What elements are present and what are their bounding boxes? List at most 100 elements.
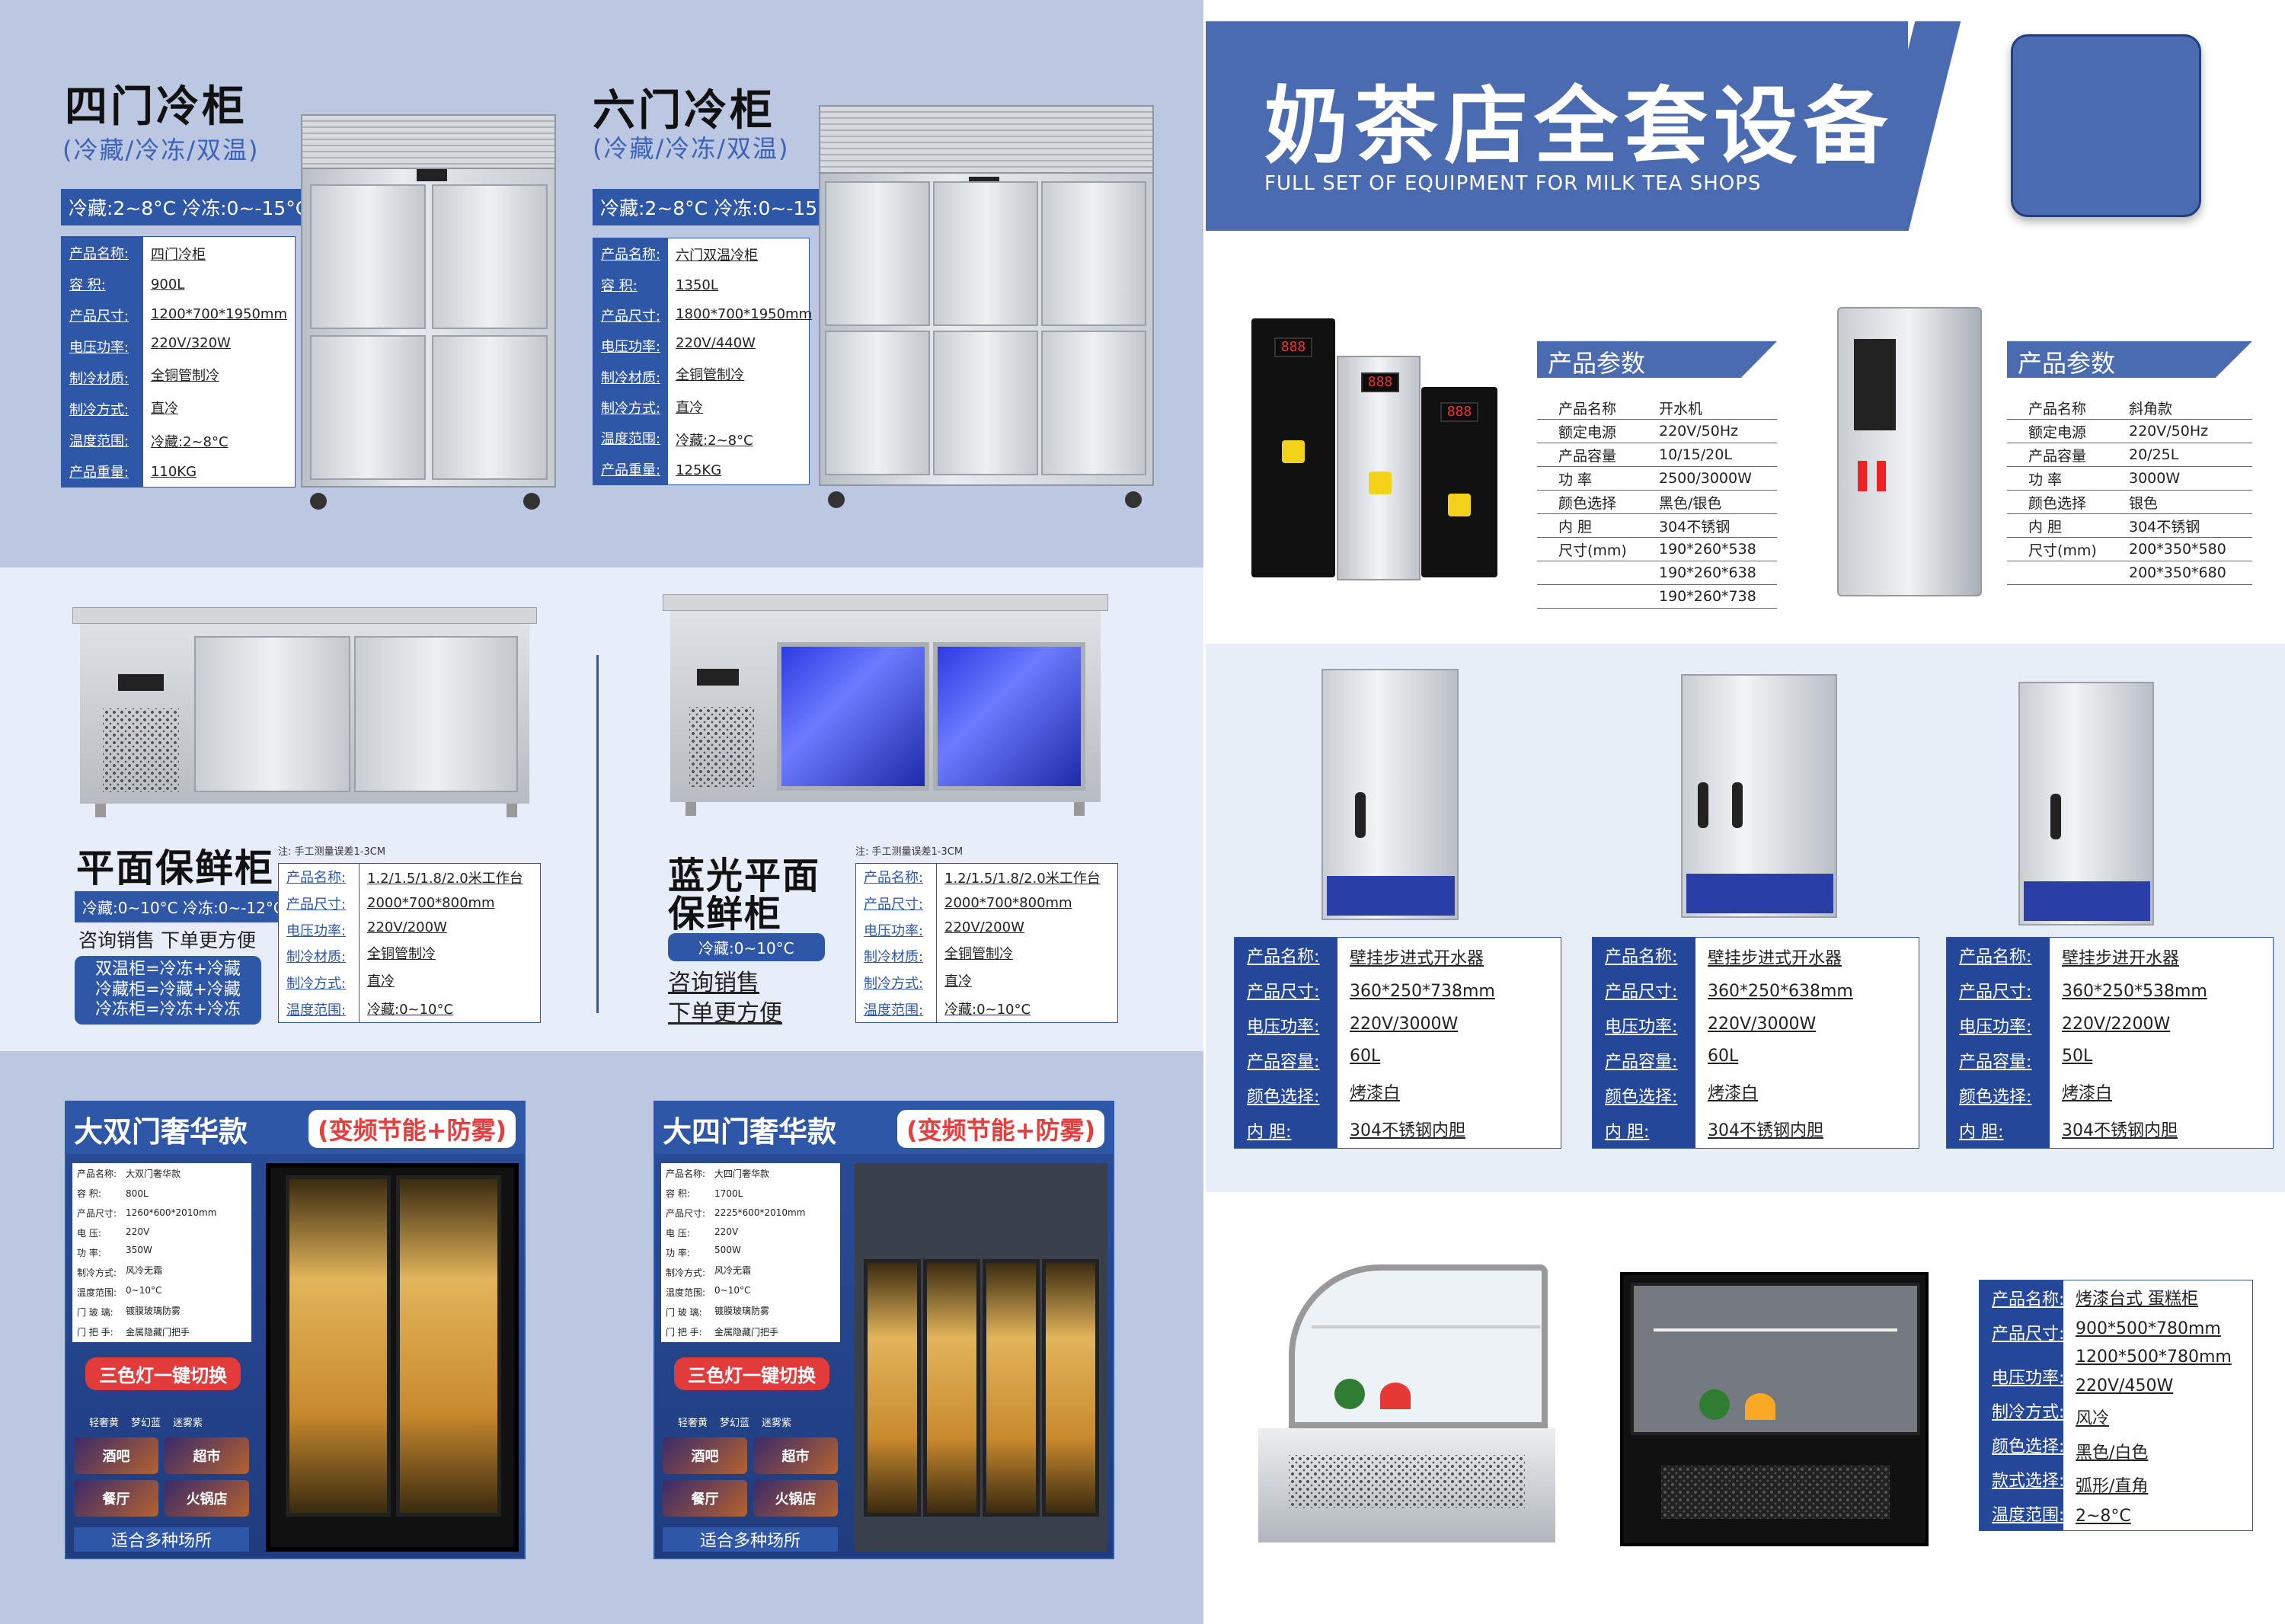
- right-title-bar: [1206, 21, 1908, 231]
- cake-spec-keys: 产品名称:产品尺寸:电压功率:制冷方式:颜色选择:款式选择:温度范围:: [1980, 1280, 2065, 1530]
- spec-cell: 制冷材质:: [864, 949, 924, 966]
- right-title: 奶茶店全套设备: [1264, 78, 1894, 175]
- luxury-two-showcase-image: [266, 1163, 519, 1552]
- spec-cell: 冷藏:2~8°C: [676, 432, 753, 449]
- spec-cell: 容 积:: [69, 277, 106, 293]
- spec-cell: 烤漆台式 蛋糕柜: [2076, 1290, 2198, 1309]
- spec-cell: 产品尺寸:: [666, 1207, 706, 1219]
- luxury-four-tag: (变频节能+防雾): [897, 1110, 1105, 1148]
- spec-cell: 烤漆白: [2062, 1083, 2113, 1103]
- params-key: 产品容量: [1558, 447, 1617, 465]
- spec-cell: 内 胆:: [1247, 1123, 1292, 1142]
- spec-cell: 电 压:: [77, 1227, 101, 1239]
- spec-cell: 门 玻 璃:: [77, 1307, 113, 1319]
- spec-cell: 功 率:: [666, 1247, 690, 1258]
- params-value: 200*350*580: [2129, 541, 2226, 558]
- params-key: 功 率: [2028, 471, 2063, 488]
- spec-cell: 直冷: [676, 399, 704, 416]
- four-door-fridge-image: [301, 114, 556, 510]
- params-row: 颜色选择银色: [2007, 491, 2252, 514]
- spec-cell: 门 把 手:: [77, 1327, 113, 1338]
- four-door-subtitle: (冷藏/冷冻/双温): [62, 136, 260, 165]
- luxury-four-spec: 产品名称:容 积:产品尺寸:电 压:功 率:制冷方式:温度范围:门 玻 璃:门 …: [661, 1163, 840, 1342]
- spec-cell: 产品尺寸:: [1605, 983, 1678, 1002]
- params-value: 190*260*538: [1659, 541, 1756, 558]
- spec-cell: 制冷方式:: [1992, 1402, 2065, 1422]
- spec-cell: 制冷材质:: [69, 370, 129, 387]
- params1-head: 产品参数: [1537, 341, 1777, 378]
- spec-cell: 304不锈钢内胆: [1350, 1121, 1465, 1141]
- spec-cell: 产品名称:: [1959, 948, 2032, 967]
- spec-cell: 弧形/直角: [2076, 1477, 2149, 1497]
- spec-cell: 温度范围:: [1992, 1505, 2065, 1525]
- spec-cell: 大四门奢华款: [714, 1168, 770, 1180]
- spec-cell: 50L: [2062, 1047, 2093, 1066]
- luxury-four-title: 大四门奢华款: [663, 1115, 837, 1149]
- spec-cell: 制冷方式:: [864, 975, 924, 992]
- params2-head: 产品参数: [2007, 341, 2252, 378]
- luxury-four-panel: 大四门奢华款 (变频节能+防雾) 产品名称:容 积:产品尺寸:电 压:功 率:制…: [654, 1101, 1114, 1559]
- spec-cell: 304不锈钢内胆: [2062, 1121, 2178, 1141]
- spec-cell: 产品名称:: [1605, 948, 1678, 967]
- spec-cell: 冷藏:0~10°C: [367, 1001, 454, 1018]
- boiler-spec-keys: 产品名称:产品尺寸:电压功率:产品容量:颜色选择:内 胆:: [1593, 938, 1695, 1148]
- spec-cell: 温度范围:: [69, 433, 129, 449]
- scene-tile: 餐厅: [663, 1480, 747, 1517]
- spec-cell: 六门双温冷柜: [676, 248, 759, 264]
- right-subtitle: FULL SET OF EQUIPMENT FOR MILK TEA SHOPS: [1264, 172, 1762, 195]
- spec-cell: 产品尺寸:: [69, 308, 129, 324]
- params-row: 190*260*638: [1537, 561, 1777, 585]
- spec-cell: 125KG: [676, 462, 722, 478]
- params-value: 3000W: [2129, 470, 2181, 487]
- spec-cell: 220V/450W: [2076, 1376, 2174, 1395]
- scene-tile: 酒吧: [74, 1437, 158, 1474]
- spec-cell: 镀膜玻璃防雾: [126, 1305, 181, 1316]
- luxury-two-panel: 大双门奢华款 (变频节能+防雾) 产品名称:容 积:产品尺寸:电 压:功 率:制…: [65, 1101, 526, 1559]
- params-row: 尺寸(mm) 190*260*538: [1537, 538, 1777, 561]
- spec-cell: 颜色选择:: [1959, 1088, 2032, 1107]
- flat-counter-note: 注: 手工测量误差1-3CM: [278, 846, 386, 858]
- blue-counter-cta-2: 下单更方便: [668, 1000, 782, 1027]
- params-key: 尺寸(mm): [1558, 542, 1627, 559]
- spec-cell: 500W: [714, 1245, 741, 1256]
- spec-cell: 产品尺寸:: [601, 308, 661, 324]
- params-key: 功 率: [1558, 471, 1593, 488]
- spec-cell: 产品尺寸:: [1959, 983, 2032, 1002]
- spec-cell: 0~10°C: [714, 1284, 751, 1296]
- spec-cell: 直冷: [150, 401, 178, 417]
- spec-cell: 0~10°C: [126, 1284, 162, 1296]
- spec-cell: 壁挂步进式开水器: [1350, 948, 1484, 968]
- params-row: 产品名称开水机: [1537, 396, 1777, 420]
- spec-cell: 四门冷柜: [150, 246, 206, 263]
- scene-tile: 超市: [753, 1437, 838, 1474]
- params-value: 304不锈钢: [2129, 518, 2200, 535]
- combo-line: 双温柜=冷冻+冷藏: [95, 960, 241, 980]
- spec-cell: 产品重量:: [601, 462, 661, 478]
- spec-cell: 产品名称:: [601, 247, 661, 264]
- spec-cell: 900L: [150, 277, 185, 293]
- params-key: 内 胆: [2028, 518, 2063, 535]
- spec-cell: 220V/2200W: [2062, 1014, 2171, 1034]
- params-row: 尺寸(mm)200*350*580: [2007, 538, 2252, 561]
- spec-cell: 220V/200W: [367, 919, 447, 935]
- spec-cell: 电压功率:: [286, 922, 347, 939]
- params-key: 产品容量: [2028, 447, 2087, 465]
- spec-cell: 1200*500*780mm: [2076, 1347, 2232, 1367]
- spec-cell: 制冷方式:: [666, 1268, 706, 1279]
- params-value: 220V/50Hz: [1659, 423, 1739, 440]
- luxury-two-spec: 产品名称:容 积:产品尺寸:电 压:功 率:制冷方式:温度范围:门 玻 璃:门 …: [72, 1163, 251, 1342]
- spec-cell: 360*250*538mm: [2062, 982, 2207, 1002]
- spec-cell: 产品尺寸:: [286, 896, 347, 913]
- six-door-spec: 产品名称:容 积:产品尺寸:电压功率:制冷材质:制冷方式:温度范围:产品重量: …: [593, 238, 812, 485]
- scene-tile: 超市: [165, 1437, 249, 1474]
- spec-cell: 产品容量:: [1605, 1053, 1678, 1072]
- mode-label: 轻奢黄: [678, 1418, 708, 1429]
- spec-cell: 冷藏:2~8°C: [150, 433, 228, 450]
